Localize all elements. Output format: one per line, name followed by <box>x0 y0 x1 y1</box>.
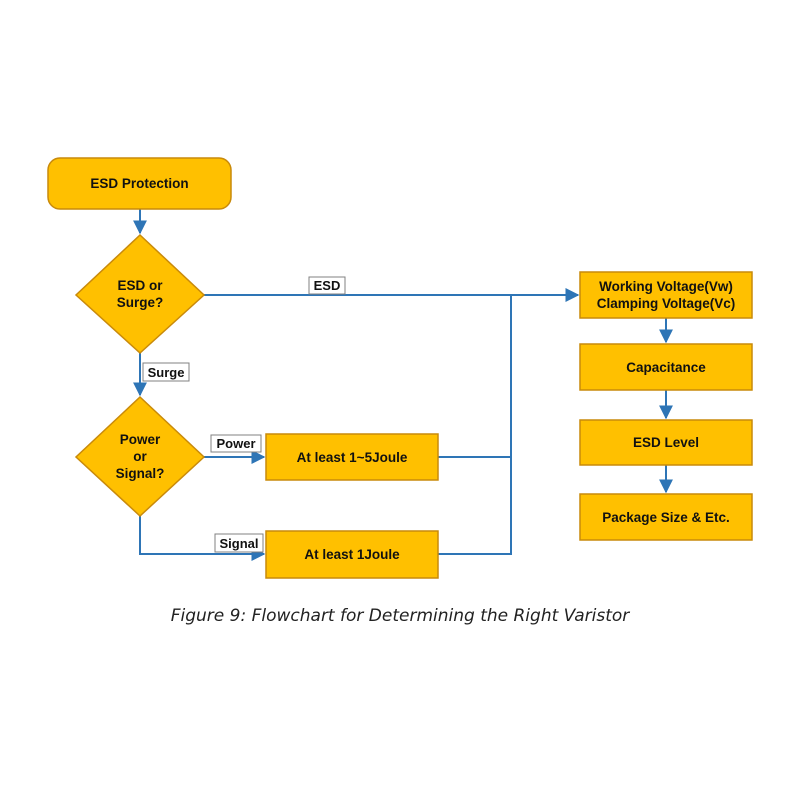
node-esd-or-surge-label-2: Surge? <box>117 295 164 310</box>
node-esd-protection-label: ESD Protection <box>90 176 188 191</box>
edge-labels: ESD Surge Power Signal <box>142 276 346 553</box>
node-joule-power-label: At least 1~5Joule <box>297 450 408 465</box>
edge-label-power: Power <box>210 434 262 453</box>
edge-label-signal-text: Signal <box>219 536 258 551</box>
edge-label-esd-text: ESD <box>314 278 341 293</box>
node-esd-or-surge: ESD or Surge? <box>74 233 206 355</box>
node-power-or-signal-label-1: Power <box>120 432 161 447</box>
nodes: ESD Protection ESD or Surge? Power or Si… <box>47 157 753 579</box>
connectors <box>133 209 673 561</box>
node-joule-signal-label: At least 1Joule <box>304 547 400 562</box>
node-package: Package Size & Etc. <box>579 493 753 541</box>
node-package-label: Package Size & Etc. <box>602 510 730 525</box>
node-esd-protection: ESD Protection <box>47 157 232 210</box>
edge-signal-merge <box>438 295 512 555</box>
node-esd-level: ESD Level <box>579 419 753 466</box>
node-voltage-label-1: Working Voltage(Vw) <box>599 279 733 294</box>
node-joule-signal: At least 1Joule <box>265 530 439 579</box>
edge-label-esd: ESD <box>308 276 346 295</box>
node-power-or-signal-label-2: or <box>133 449 147 464</box>
edge-signal-branch <box>139 516 266 561</box>
node-voltage: Working Voltage(Vw) Clamping Voltage(Vc) <box>579 271 753 319</box>
edge-label-power-text: Power <box>216 436 255 451</box>
node-esd-level-label: ESD Level <box>633 435 699 450</box>
node-capacitance: Capacitance <box>579 343 753 391</box>
node-voltage-label-2: Clamping Voltage(Vc) <box>597 296 736 311</box>
node-esd-or-surge-label-1: ESD or <box>117 278 163 293</box>
node-power-or-signal: Power or Signal? <box>74 395 206 518</box>
edge-label-signal: Signal <box>214 533 264 553</box>
node-power-or-signal-label-3: Signal? <box>116 466 165 481</box>
edge-label-surge-text: Surge <box>148 365 185 380</box>
figure-caption: Figure 9: Flowchart for Determining the … <box>170 606 630 626</box>
edge-label-surge: Surge <box>142 362 190 382</box>
node-capacitance-label: Capacitance <box>626 360 706 375</box>
node-joule-power: At least 1~5Joule <box>265 433 439 481</box>
